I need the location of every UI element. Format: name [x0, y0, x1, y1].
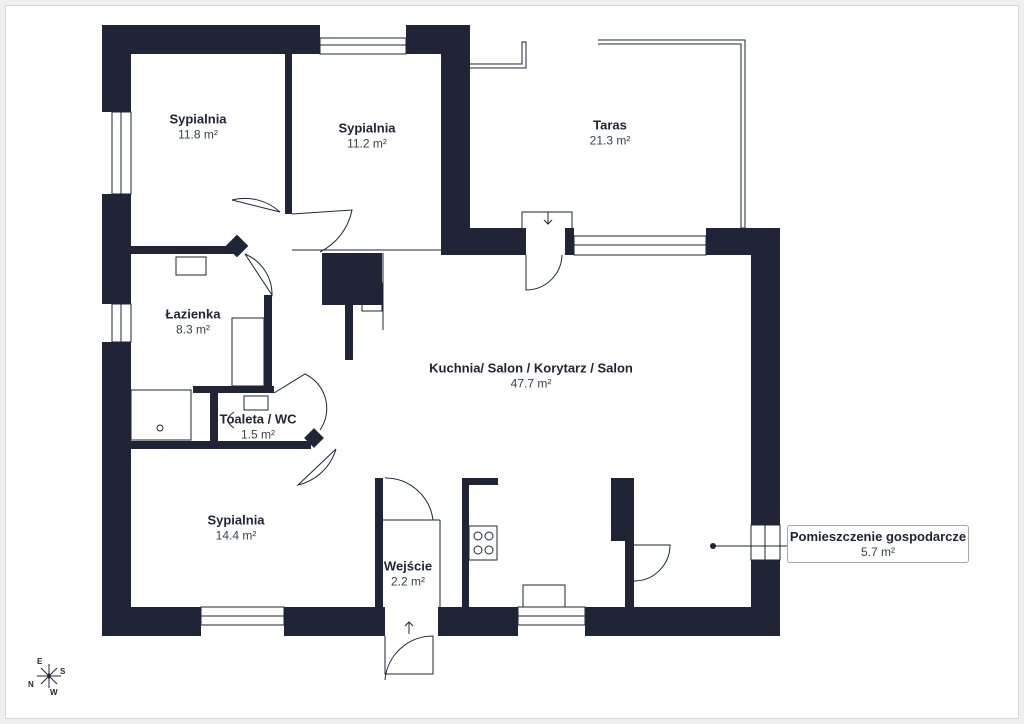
room-area: 1.5 m² [240, 427, 276, 442]
room-label-entrance: Wejście 2.2 m² [384, 559, 432, 590]
wall-joint-2 [304, 428, 324, 448]
wall-bottom-3 [438, 607, 518, 636]
terrace-rail-left [470, 41, 527, 69]
callout-dot [710, 543, 716, 549]
room-area: 47.7 m² [510, 376, 552, 391]
room-name: Sypialnia [207, 512, 265, 528]
wall-bottom-2 [284, 607, 385, 636]
room-area: 8.3 m² [175, 322, 211, 337]
wall-chimney-2 [345, 253, 353, 360]
stove [468, 525, 498, 561]
wall-terrace-side [441, 25, 470, 255]
compass-south: S [60, 667, 66, 676]
wall-top-left [102, 25, 320, 54]
door-terrace [525, 254, 563, 291]
room-label-bedroom-1: Sypialnia 11.8 m² [169, 112, 226, 143]
floor-plan-sheet [5, 5, 1019, 719]
bathtub [231, 317, 265, 387]
wall-toilet-left [210, 386, 218, 448]
shower [130, 389, 192, 441]
wall-kitchen-left [462, 478, 469, 608]
walls [102, 25, 780, 636]
terrace-rail-right [598, 39, 746, 229]
toilet-bowl [227, 411, 235, 429]
room-area: 21.3 m² [589, 133, 631, 148]
door-toilet [273, 373, 328, 431]
door-entrance-outer [384, 635, 434, 681]
terrace-step [521, 211, 573, 228]
room-name: Taras [593, 117, 627, 133]
window-top [319, 37, 407, 55]
door-bathroom [244, 253, 273, 297]
room-label-bathroom: Łazienka 8.3 m² [166, 307, 221, 338]
wall-bottom-4 [585, 607, 780, 636]
wall-terrace-bottom-3 [706, 228, 780, 255]
bathroom-sink [175, 256, 207, 276]
wall-right-2 [751, 560, 780, 636]
callout-area: 5.7 m² [860, 545, 895, 559]
wall-utility-left [625, 478, 634, 608]
room-label-living: Kuchnia/ Salon / Korytarz / Salon 47.7 m… [429, 361, 633, 392]
room-area: 11.8 m² [178, 127, 218, 142]
door-bedroom-2 [291, 209, 353, 253]
room-area: 2.2 m² [390, 574, 425, 589]
compass-east: E [37, 657, 43, 666]
room-label-bedroom-2: Sypialnia 11.2 m² [338, 121, 395, 152]
room-callout-utility: Pomieszczenie gospodarcze 5.7 m² [787, 525, 969, 563]
room-name: Kuchnia/ Salon / Korytarz / Salon [429, 360, 633, 376]
wall-left-3 [102, 342, 131, 636]
door-entrance-inner [384, 477, 434, 521]
toilet-tank [243, 395, 269, 411]
callout-name: Pomieszczenie gospodarcze [789, 529, 967, 544]
compass-rose-icon [37, 664, 61, 688]
wall-bath-right [264, 295, 272, 387]
wall-left-1 [102, 25, 131, 112]
wall-terrace-bottom-1 [441, 228, 526, 255]
room-name: Wejście [383, 558, 433, 574]
room-name: Sypialnia [338, 120, 396, 136]
wall-right-1 [751, 228, 780, 525]
fixtures-and-openings [111, 37, 787, 681]
room-label-bedroom-3: Sypialnia 14.4 m² [207, 513, 264, 544]
door-bedroom-1 [231, 197, 281, 213]
room-name: Sypialnia [169, 111, 227, 127]
compass-west: W [50, 688, 58, 697]
room-name: Toaleta / WC [219, 411, 297, 427]
compass: E S N W [28, 655, 70, 697]
room-name: Łazienka [165, 306, 221, 322]
wall-bath-bottom [193, 386, 274, 393]
compass-north: N [28, 680, 34, 689]
room-area: 11.2 m² [347, 136, 387, 151]
door-utility [633, 544, 671, 582]
room-label-toilet: Toaleta / WC 1.5 m² [219, 412, 296, 443]
wall-toilet-bottom-1 [131, 441, 311, 449]
wall-bedroom-divider [285, 54, 292, 214]
door-bedroom-3 [296, 448, 337, 486]
wall-kitchen-top [462, 478, 498, 485]
room-area: 14.4 m² [215, 528, 257, 543]
fireplace [361, 282, 383, 312]
wall-bottom-1 [102, 607, 201, 636]
wall-terrace-bottom-2 [565, 228, 574, 255]
kitchen-sink [522, 584, 566, 608]
wall-left-2 [102, 194, 131, 304]
wall-bedroom-bath [131, 246, 235, 254]
room-label-terrace: Taras 21.3 m² [590, 118, 631, 149]
wall-entrance-left [375, 478, 383, 608]
